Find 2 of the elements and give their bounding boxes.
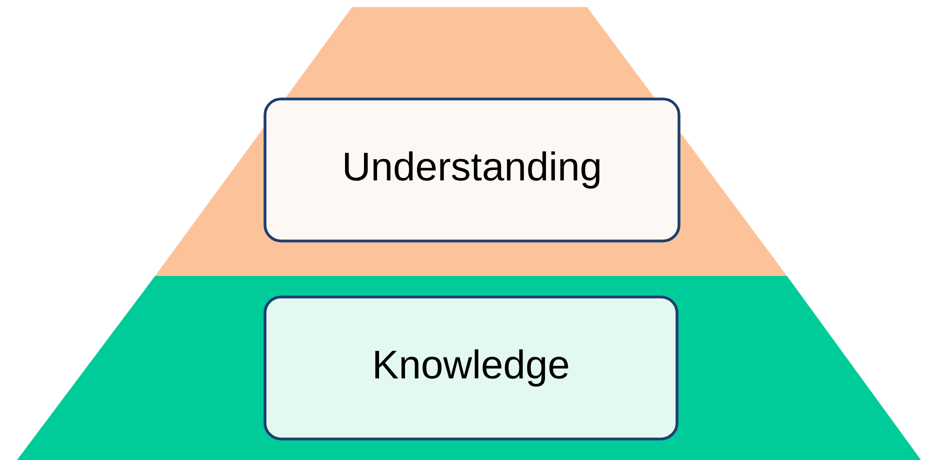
text-box: Knowledge <box>264 296 678 440</box>
text-box: Understanding <box>264 98 680 242</box>
